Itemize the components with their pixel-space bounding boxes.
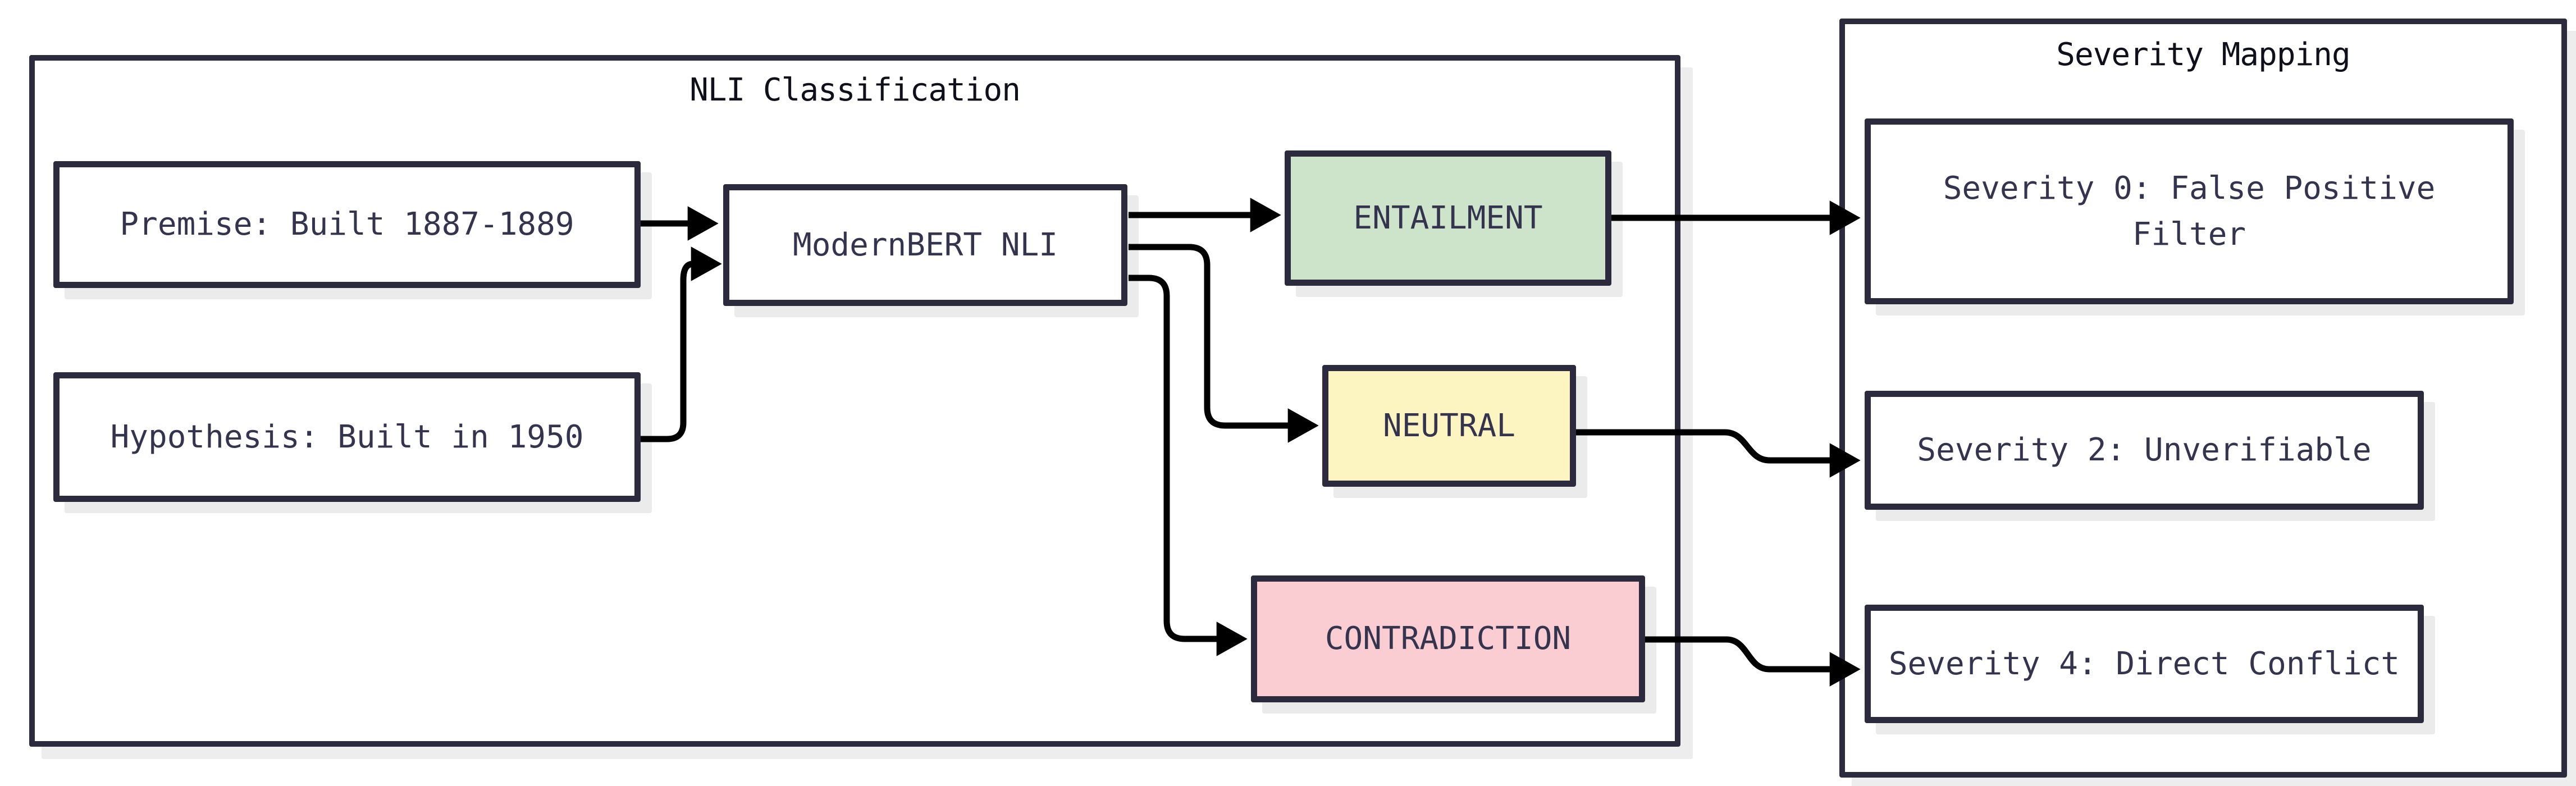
node-severity-0: Severity 0: False Positive Filter <box>1865 118 2514 304</box>
node-modernbert-nli: ModernBERT NLI <box>723 184 1127 306</box>
node-hypothesis-label: Hypothesis: Built in 1950 <box>110 418 584 455</box>
node-entailment-label: ENTAILMENT <box>1353 199 1543 236</box>
nli-classification-title: NLI Classification <box>689 72 1021 108</box>
node-neutral-label: NEUTRAL <box>1382 407 1515 444</box>
node-contradiction-label: CONTRADICTION <box>1324 620 1572 657</box>
edge-model-to-neutral <box>1129 244 1319 443</box>
node-premise-label: Premise: Built 1887-1889 <box>120 206 574 243</box>
node-severity-4: Severity 4: Direct Conflict <box>1865 605 2424 723</box>
node-contradiction: CONTRADICTION <box>1251 575 1645 702</box>
node-severity-2-label: Severity 2: Unverifiable <box>1917 432 2372 469</box>
severity-mapping-title: Severity Mapping <box>2056 36 2350 73</box>
node-neutral: NEUTRAL <box>1322 365 1576 487</box>
edge-neutral-to-sev2 <box>1576 429 1861 478</box>
node-modernbert-nli-label: ModernBERT NLI <box>792 226 1058 263</box>
node-severity-2: Severity 2: Unverifiable <box>1865 391 2424 510</box>
node-hypothesis: Hypothesis: Built in 1950 <box>53 372 641 502</box>
node-entailment: ENTAILMENT <box>1285 150 1611 286</box>
edge-hypothesis-to-model <box>641 246 722 442</box>
node-premise: Premise: Built 1887-1889 <box>53 161 641 288</box>
node-severity-4-label: Severity 4: Direct Conflict <box>1888 645 2400 682</box>
node-severity-0-label: Severity 0: False Positive Filter <box>1943 170 2436 253</box>
edge-model-to-contradiction <box>1129 275 1248 656</box>
edge-contradiction-to-sev4 <box>1645 636 1861 687</box>
